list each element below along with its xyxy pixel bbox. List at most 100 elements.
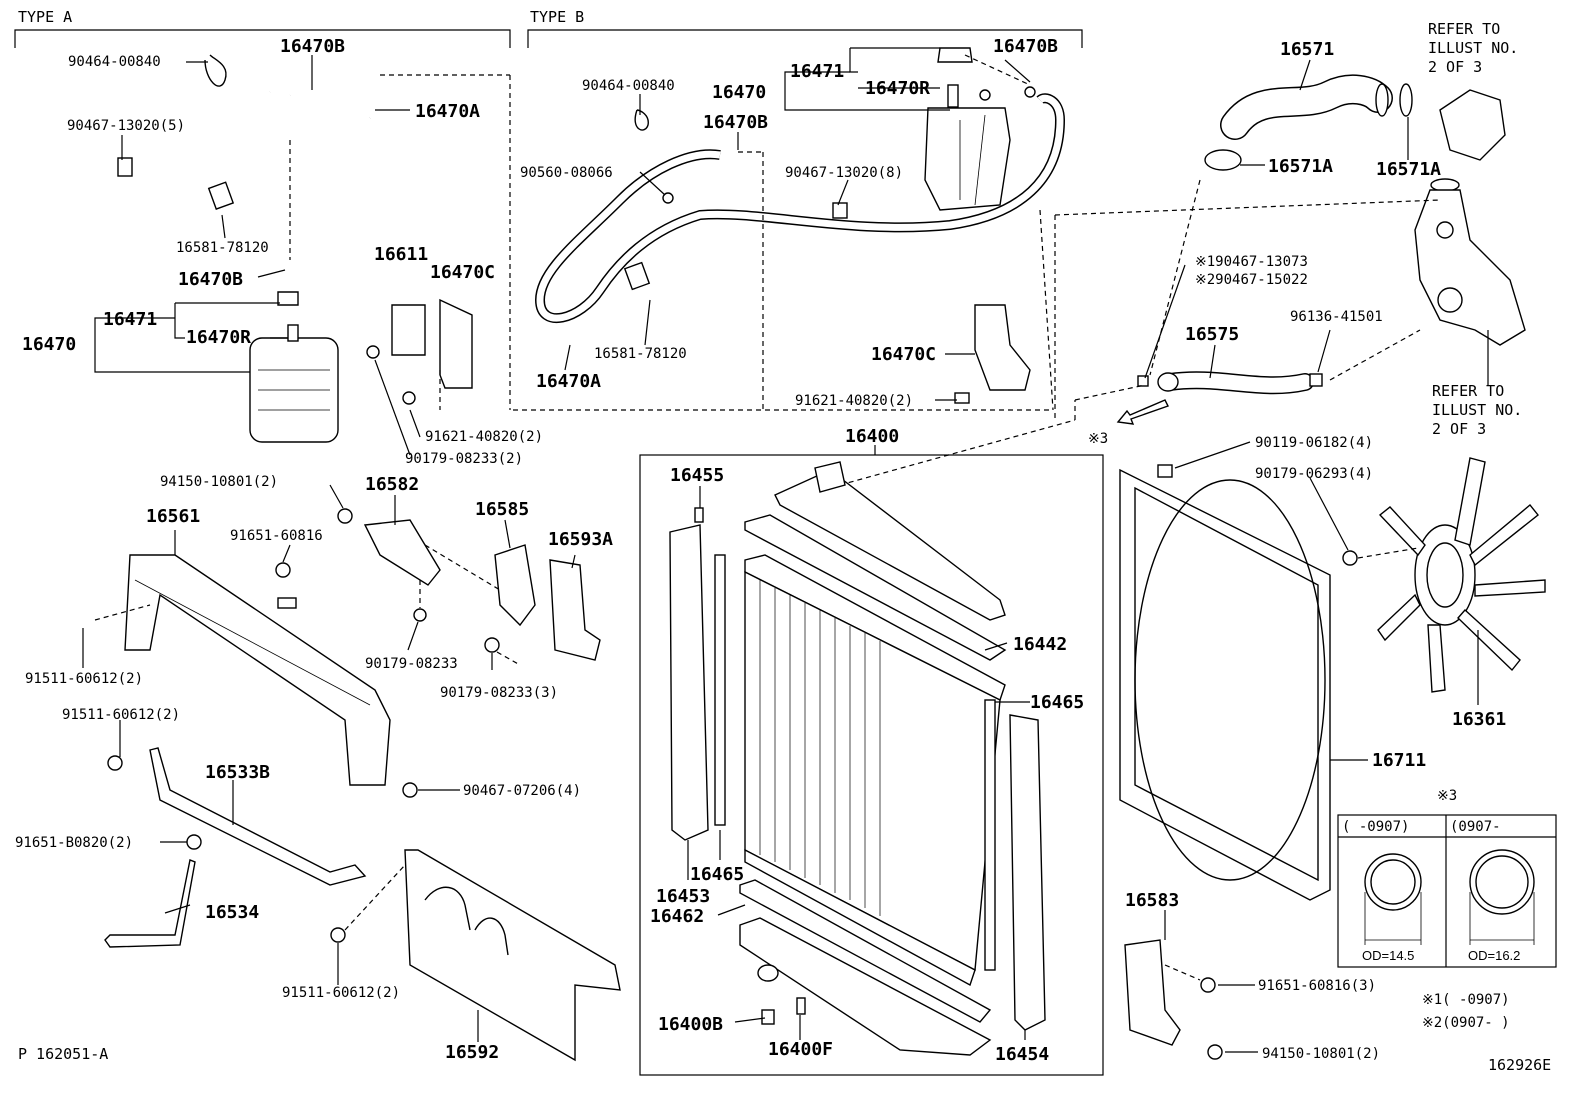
lower-left-leaders bbox=[82, 484, 576, 1042]
type-b-bracket: TYPE B bbox=[527, 8, 1083, 48]
label-90467-13020-a: 90467-13020(5) bbox=[67, 118, 185, 134]
label-91511-60612-a: 91511-60612(2) bbox=[25, 671, 143, 687]
label-16470B-a-top: 16470B bbox=[280, 36, 345, 57]
label-16470C-a: 16470C bbox=[430, 262, 495, 283]
od-col1-value: OD=14.5 bbox=[1362, 948, 1414, 963]
od-table-ref: ※3 bbox=[1437, 788, 1457, 804]
label-91621-40820-b: 91621-40820(2) bbox=[795, 393, 913, 409]
type-b-clips bbox=[623, 109, 848, 291]
label-16465-right: 16465 bbox=[1030, 692, 1084, 713]
label-16571A-right: 16571A bbox=[1376, 159, 1441, 180]
type-a-heading: TYPE A bbox=[18, 8, 72, 26]
type-b-reservoir-tank bbox=[924, 47, 1036, 211]
refer-note-top: REFER TO ILLUST NO. 2 OF 3 bbox=[1428, 20, 1518, 76]
type-b-heading: TYPE B bbox=[530, 8, 584, 26]
type-a-reservoir-tank bbox=[249, 291, 339, 443]
lower-stay-16533B bbox=[104, 747, 367, 948]
label-91651-B0820: 91651-B0820(2) bbox=[15, 835, 133, 851]
radiator-assembly-box bbox=[639, 445, 1104, 1076]
label-16361: 16361 bbox=[1452, 709, 1506, 730]
footnote-2: ※2(0907- ) bbox=[1422, 1015, 1510, 1031]
label-16470A-b: 16470A bbox=[536, 371, 601, 392]
label-16561: 16561 bbox=[146, 506, 200, 527]
label-16470-a: 16470 bbox=[22, 334, 76, 355]
label-16470B-a-mid: 16470B bbox=[178, 269, 243, 290]
svg-text:2 OF 3: 2 OF 3 bbox=[1432, 420, 1486, 438]
label-16593A: 16593A bbox=[548, 529, 613, 550]
label-90464-00840-a: 90464-00840 bbox=[68, 54, 161, 70]
svg-text:REFER TO: REFER TO bbox=[1432, 382, 1504, 400]
label-16471-b: 16471 bbox=[790, 61, 844, 82]
label-16571: 16571 bbox=[1280, 39, 1334, 60]
label-16581-78120-b: 16581-78120 bbox=[594, 346, 687, 362]
fan-leaders bbox=[1174, 441, 1479, 761]
label-91511-60612-b: 91511-60612(2) bbox=[62, 707, 180, 723]
label-91651-60816-left: 91651-60816 bbox=[230, 528, 323, 544]
label-90119-06182: 90119-06182(4) bbox=[1255, 435, 1373, 451]
svg-text:ILLUST NO.: ILLUST NO. bbox=[1428, 39, 1518, 57]
label-x290467-15022: ※290467-15022 bbox=[1195, 272, 1308, 288]
label-16571A-left: 16571A bbox=[1268, 156, 1333, 177]
label-90467-07206: 90467-07206(4) bbox=[463, 783, 581, 799]
label-x3-arrow: ※3 bbox=[1088, 431, 1108, 447]
label-91651-60816-right: 91651-60816(3) bbox=[1258, 978, 1376, 994]
label-16470C-b: 16470C bbox=[871, 344, 936, 365]
od-col2-header: (0907- bbox=[1450, 819, 1501, 835]
label-16465-left: 16465 bbox=[690, 864, 744, 885]
svg-text:ILLUST NO.: ILLUST NO. bbox=[1432, 401, 1522, 419]
bypass-hose-16575 bbox=[1137, 371, 1323, 395]
center-leaders bbox=[687, 486, 1030, 1040]
label-91511-60612-c: 91511-60612(2) bbox=[282, 985, 400, 1001]
type-b-bracket-16470C bbox=[954, 304, 1031, 404]
label-16470-b: 16470 bbox=[712, 82, 766, 103]
brackets-16582-16585 bbox=[275, 508, 601, 661]
label-16470R-b: 16470R bbox=[865, 78, 930, 99]
label-96136-41501: 96136-41501 bbox=[1290, 309, 1383, 325]
refer-note-mid: REFER TO ILLUST NO. 2 OF 3 bbox=[1432, 382, 1522, 438]
type-a-clamp-icon bbox=[117, 54, 235, 210]
label-90464-00840-b: 90464-00840 bbox=[582, 78, 675, 94]
label-90179-06293: 90179-06293(4) bbox=[1255, 466, 1373, 482]
label-90179-08233-a: 90179-08233(2) bbox=[405, 451, 523, 467]
upper-shroud-16561 bbox=[124, 554, 391, 786]
label-16453: 16453 bbox=[656, 886, 710, 907]
upper-hose-16571 bbox=[1204, 74, 1413, 171]
right-top-leaders bbox=[839, 59, 1489, 486]
od-col2-value: OD=16.2 bbox=[1468, 948, 1520, 963]
cooling-fan-16361 bbox=[1342, 457, 1546, 693]
label-16592: 16592 bbox=[445, 1042, 499, 1063]
label-16575: 16575 bbox=[1185, 324, 1239, 345]
label-94150-10801-right: 94150-10801(2) bbox=[1262, 1046, 1380, 1062]
label-16581-78120-a: 16581-78120 bbox=[176, 240, 269, 256]
label-16611: 16611 bbox=[374, 244, 428, 265]
label-16462: 16462 bbox=[650, 906, 704, 927]
od-table: ※3 ( -0907) (0907- OD=14.5 OD=16.2 bbox=[1337, 788, 1557, 968]
footer-right-code: 162926E bbox=[1488, 1056, 1551, 1074]
footnote-1: ※1( -0907) bbox=[1422, 992, 1510, 1008]
label-16585: 16585 bbox=[475, 499, 529, 520]
label-16470A-a: 16470A bbox=[415, 101, 480, 122]
type-a-reservoir-hose bbox=[115, 87, 381, 255]
type-a-brackets bbox=[366, 298, 473, 405]
label-90467-13020-b: 90467-13020(8) bbox=[785, 165, 903, 181]
label-16470B-b-mid: 16470B bbox=[703, 112, 768, 133]
type-b-leaders bbox=[513, 47, 1054, 411]
label-90179-08233-3: 90179-08233(3) bbox=[440, 685, 558, 701]
label-16400F: 16400F bbox=[768, 1039, 833, 1060]
label-90179-08233-left: 90179-08233 bbox=[365, 656, 458, 672]
label-x190467-13073: ※190467-13073 bbox=[1195, 254, 1308, 270]
svg-text:2 OF 3: 2 OF 3 bbox=[1428, 58, 1482, 76]
water-outlet-housing bbox=[1414, 89, 1526, 346]
label-16470B-b-top: 16470B bbox=[993, 36, 1058, 57]
label-16711: 16711 bbox=[1372, 750, 1426, 771]
label-16533B: 16533B bbox=[205, 762, 270, 783]
label-16470R-a: 16470R bbox=[186, 327, 251, 348]
bracket-16583 bbox=[1124, 910, 1258, 1060]
svg-text:REFER TO: REFER TO bbox=[1428, 20, 1500, 38]
label-16400B: 16400B bbox=[658, 1014, 723, 1035]
label-16582: 16582 bbox=[365, 474, 419, 495]
type-a-bracket: TYPE A bbox=[14, 8, 511, 48]
label-90560-08066: 90560-08066 bbox=[520, 165, 613, 181]
radiator-core bbox=[739, 461, 1007, 1056]
